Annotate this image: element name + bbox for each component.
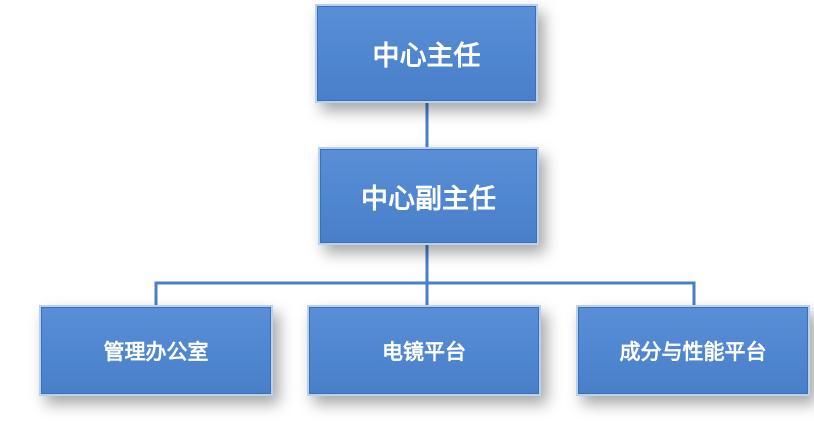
node-label: 管理办公室 [103,339,209,364]
node-label: 中心主任 [372,41,481,72]
node-label: 成分与性能平台 [619,339,767,364]
node-center-director: 中心主任 [315,4,538,103]
node-management-office: 管理办公室 [39,305,273,396]
node-electron-microscopy-platform: 电镜平台 [307,305,541,396]
node-deputy-director: 中心副主任 [318,147,539,245]
node-label: 电镜平台 [382,339,466,364]
node-composition-performance-platform: 成分与性能平台 [576,305,810,396]
node-label: 中心副主任 [361,183,496,215]
